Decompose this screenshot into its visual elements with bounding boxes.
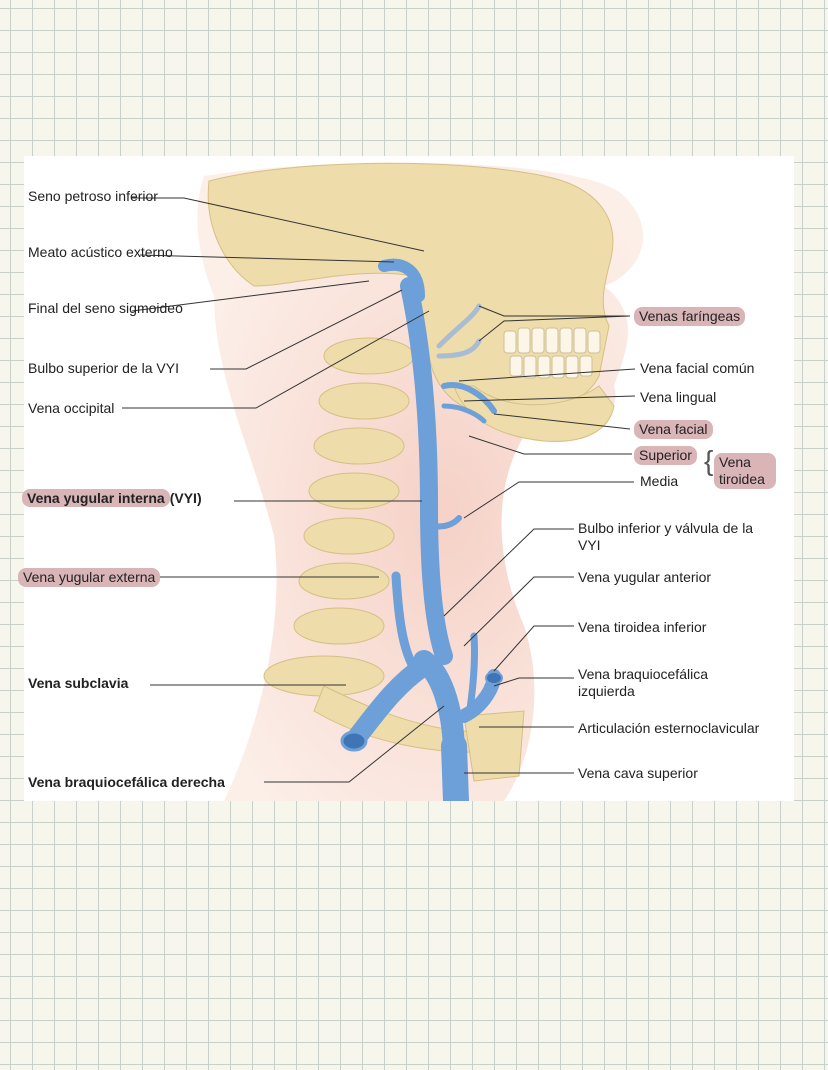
label-seno-petroso: Seno petroso inferior [28,188,158,204]
label-vena-yugular-externa: Vena yugular externa [18,568,161,587]
neck-vein-illustration [122,162,644,801]
label-vena-occipital: Vena occipital [28,400,115,416]
label-superior: Superior [634,446,697,465]
label-vena-yugular-anterior: Vena yugular anterior [578,569,712,585]
label-media: Media [640,473,679,489]
label-bulbo-inferior: Bulbo inferior y válvula de la VYI [578,520,754,553]
illustration-panel: Seno petroso inferior Meato acústico ext… [18,156,794,801]
label-vena-subclavia: Vena subclavia [28,675,129,691]
label-meato-acustico: Meato acústico externo [28,244,173,260]
label-vena-tiroidea-inferior: Vena tiroidea inferior [578,619,707,635]
internal-jugular-vein [400,277,453,665]
label-vena-tiroidea: Vena tiroidea [714,453,776,489]
sigmoid-sinus [378,258,425,302]
facial-vein [441,382,497,414]
leader-lines [122,197,636,783]
sternum-bone [463,710,525,782]
label-vena-lingual: Vena lingual [640,389,717,405]
label-venas-faringeas: Venas faríngeas [634,307,746,326]
left-brachiocephalic-opening [485,671,503,685]
label-vena-facial: Vena facial [634,420,713,439]
label-vena-yugular-interna: Vena yugular interna(VYI) [22,489,202,507]
label-vena-facial-comun: Vena facial común [640,360,755,376]
superior-vena-cava [441,733,469,801]
label-vena-cava-superior: Vena cava superior [578,765,698,781]
label-articulacion: Articulación esternoclavicular [578,720,760,736]
anterior-jugular-vein [465,632,479,720]
subclavian-opening [340,730,368,752]
label-final-seno: Final del seno sigmoideo [28,300,183,316]
label-vena-braquiocefalica-derecha: Vena braquiocefálica derecha [28,774,225,790]
thyroid-middle-vein [431,515,462,530]
teeth [503,327,601,379]
pharyngeal-veins [436,303,482,359]
cervical-vertebrae [263,337,415,697]
label-bulbo-superior: Bulbo superior de la VYI [28,360,179,376]
lingual-vein [441,403,487,424]
label-vyi-text: Vena yugular interna [22,489,170,507]
label-vyi-abbr: (VYI) [169,490,202,506]
label-vena-braquiocefalica-izquierda: Vena braquiocefálica izquierda [578,666,708,699]
brace-icon: { [704,445,714,476]
